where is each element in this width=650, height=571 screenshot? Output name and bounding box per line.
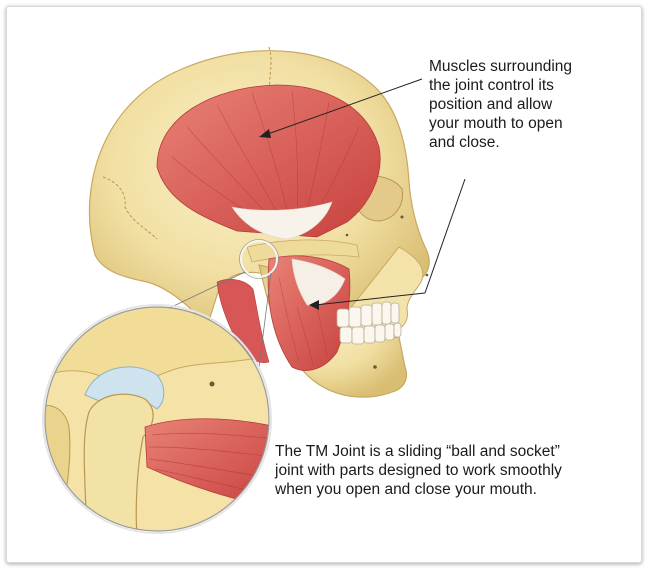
bone-foramina [345, 215, 429, 369]
cranial-suture-rear [102, 176, 158, 240]
leader-line-masseter [309, 178, 466, 310]
masseter-tendon [291, 258, 346, 306]
leader-line-muscles [259, 78, 423, 138]
diagram-frame: Muscles surrounding the joint control it… [6, 6, 642, 563]
joint-marker-circle [240, 240, 278, 278]
muscles-annotation: Muscles surrounding the joint control it… [429, 58, 573, 151]
tm-joint-annotation: The TM Joint is a sliding “ball and sock… [275, 443, 562, 498]
pterygoid-muscle [216, 279, 270, 363]
masseter-fibres [278, 276, 328, 366]
temporalis-tendon [231, 201, 333, 240]
joint-marker-outline [239, 239, 279, 279]
teeth [336, 301, 402, 345]
zoom-connector-right [258, 272, 272, 368]
tm-joint-inset-border [44, 306, 270, 532]
skull-illustration [42, 46, 466, 534]
